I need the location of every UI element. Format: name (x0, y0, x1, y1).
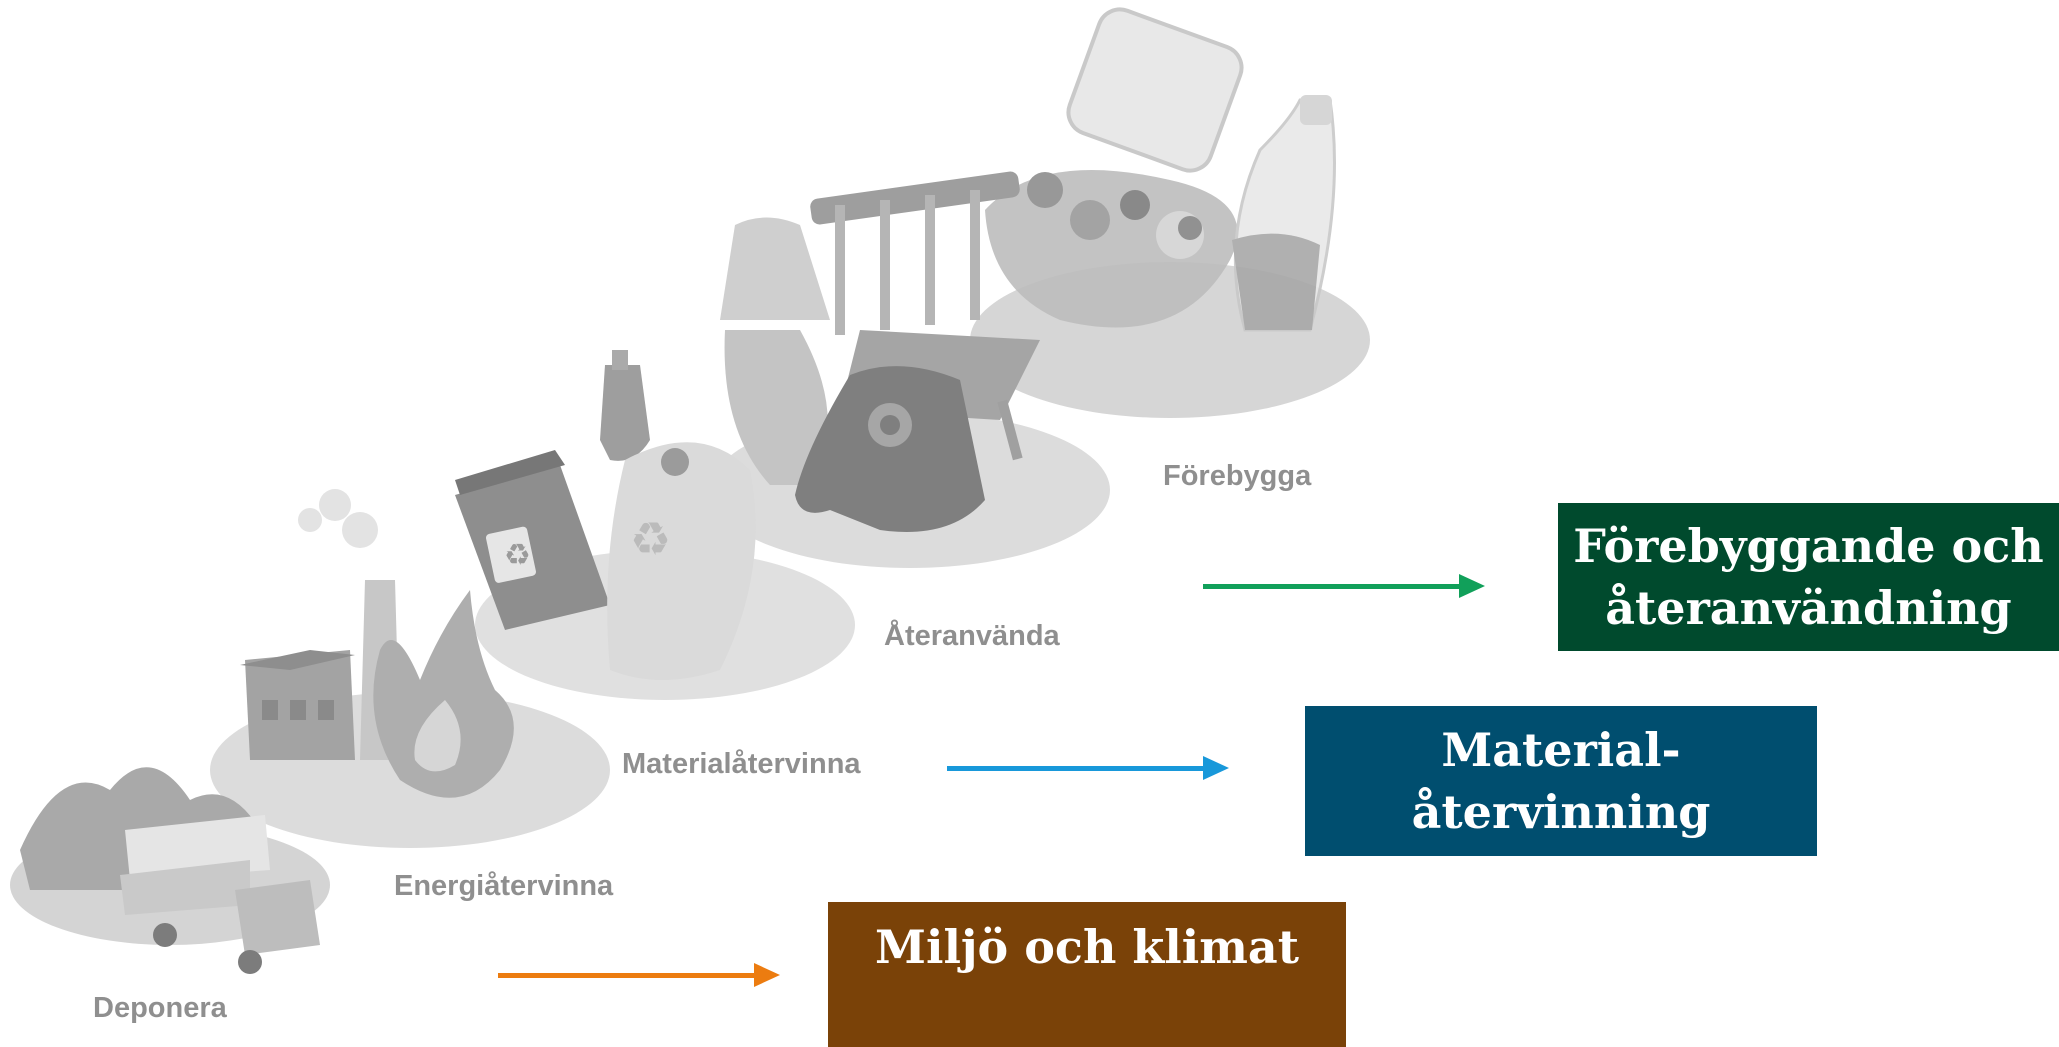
arrow-green (1203, 571, 1485, 601)
step-label-energiatervinna: Energiåtervinna (394, 870, 614, 902)
category-miljo-och-klimat: Miljö och klimat (828, 902, 1346, 1047)
category-forebyggande-line2: återanvändning (1605, 581, 2012, 635)
step-label-ateranvanda: Återanvända (884, 620, 1060, 652)
step-label-deponera: Deponera (93, 992, 227, 1024)
landfill-truck-icon (20, 767, 320, 974)
arrow-orange (498, 960, 780, 990)
category-forebyggande-line1: Förebyggande och (1573, 519, 2044, 573)
food-bowl-icon (985, 7, 1336, 332)
chair-lamp-sweater-icon (720, 171, 1040, 532)
category-materialatervinning: Material- återvinning (1305, 706, 1817, 856)
category-material-line1: Material- (1441, 723, 1681, 777)
step-label-forebygga: Förebygga (1163, 460, 1312, 492)
category-forebyggande-ateranvandning: Förebyggande och återanvändning (1558, 503, 2059, 651)
svg-text:♻: ♻ (504, 538, 531, 573)
step-label-materialatervinna: Materialåtervinna (622, 748, 861, 780)
factory-flame-icon (240, 489, 514, 798)
arrow-blue (947, 753, 1229, 783)
svg-text:♻: ♻ (630, 512, 671, 566)
category-miljo-line1: Miljö och klimat (875, 920, 1299, 974)
category-material-line2: återvinning (1411, 785, 1711, 839)
recycling-bin-icon: ♻ ♻ (455, 350, 756, 680)
